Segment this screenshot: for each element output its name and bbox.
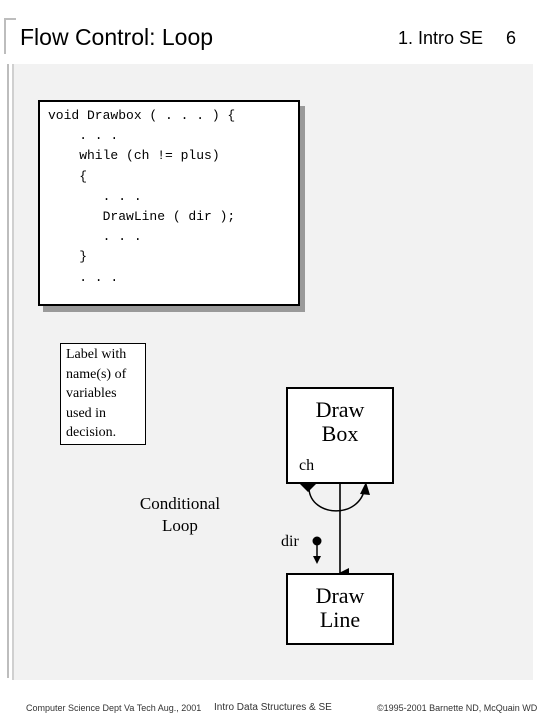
footer-copyright: ©1995-2001 Barnette ND, McQuain WD bbox=[377, 703, 538, 713]
module-label-line: Line bbox=[319, 607, 361, 632]
footer-course: Intro Data Structures & SE bbox=[214, 702, 332, 713]
note-line: decision. bbox=[66, 425, 117, 440]
code-line: . . . bbox=[48, 188, 142, 204]
page-number: 6 bbox=[506, 28, 517, 48]
loop-label-line: Conditional bbox=[139, 494, 221, 513]
note-line: used in bbox=[66, 405, 107, 421]
draw-line-module: Draw Line bbox=[286, 573, 394, 645]
module-label-line: Draw bbox=[315, 583, 365, 608]
loop-arrowhead bbox=[360, 482, 370, 495]
code-line: { bbox=[48, 168, 88, 184]
note-line: name(s) of bbox=[66, 366, 127, 382]
loop-arc bbox=[308, 486, 366, 512]
code-line: } bbox=[48, 249, 88, 265]
data-flow-variable-label: dir bbox=[281, 533, 299, 550]
code-line: . . . bbox=[48, 128, 119, 144]
section-label: 1. Intro SE bbox=[398, 28, 484, 48]
frame-corner-decoration bbox=[4, 18, 16, 54]
loop-label-line: Loop bbox=[162, 516, 198, 535]
code-line: while (ch != plus) bbox=[48, 148, 220, 164]
code-line: void Drawbox ( . . . ) { bbox=[48, 108, 236, 123]
code-text: void Drawbox ( . . . ) { . . . while (ch… bbox=[48, 106, 235, 288]
conditional-loop-label: Conditional Loop bbox=[128, 493, 232, 537]
data-couple-arrowhead bbox=[313, 556, 321, 564]
decision-variable-label: ch bbox=[299, 457, 315, 474]
data-couple-circle bbox=[312, 536, 322, 546]
variable-label-note: Label with name(s) of variables used in … bbox=[60, 343, 146, 445]
code-box: void Drawbox ( . . . ) { . . . while (ch… bbox=[38, 100, 300, 306]
left-rule-decoration bbox=[7, 64, 9, 678]
module-label-line: Box bbox=[321, 421, 359, 446]
note-line: variables bbox=[66, 386, 117, 401]
slide-title: Flow Control: Loop bbox=[20, 24, 214, 50]
module-label-line: Draw bbox=[315, 397, 365, 422]
code-line: . . . bbox=[48, 269, 119, 285]
note-line: Label with bbox=[66, 347, 127, 362]
draw-box-module: Draw Box bbox=[286, 387, 394, 484]
footer-department: Computer Science Dept Va Tech Aug., 2001 bbox=[26, 703, 202, 713]
code-line: . . . bbox=[48, 229, 142, 245]
code-line: DrawLine ( dir ); bbox=[48, 209, 236, 225]
